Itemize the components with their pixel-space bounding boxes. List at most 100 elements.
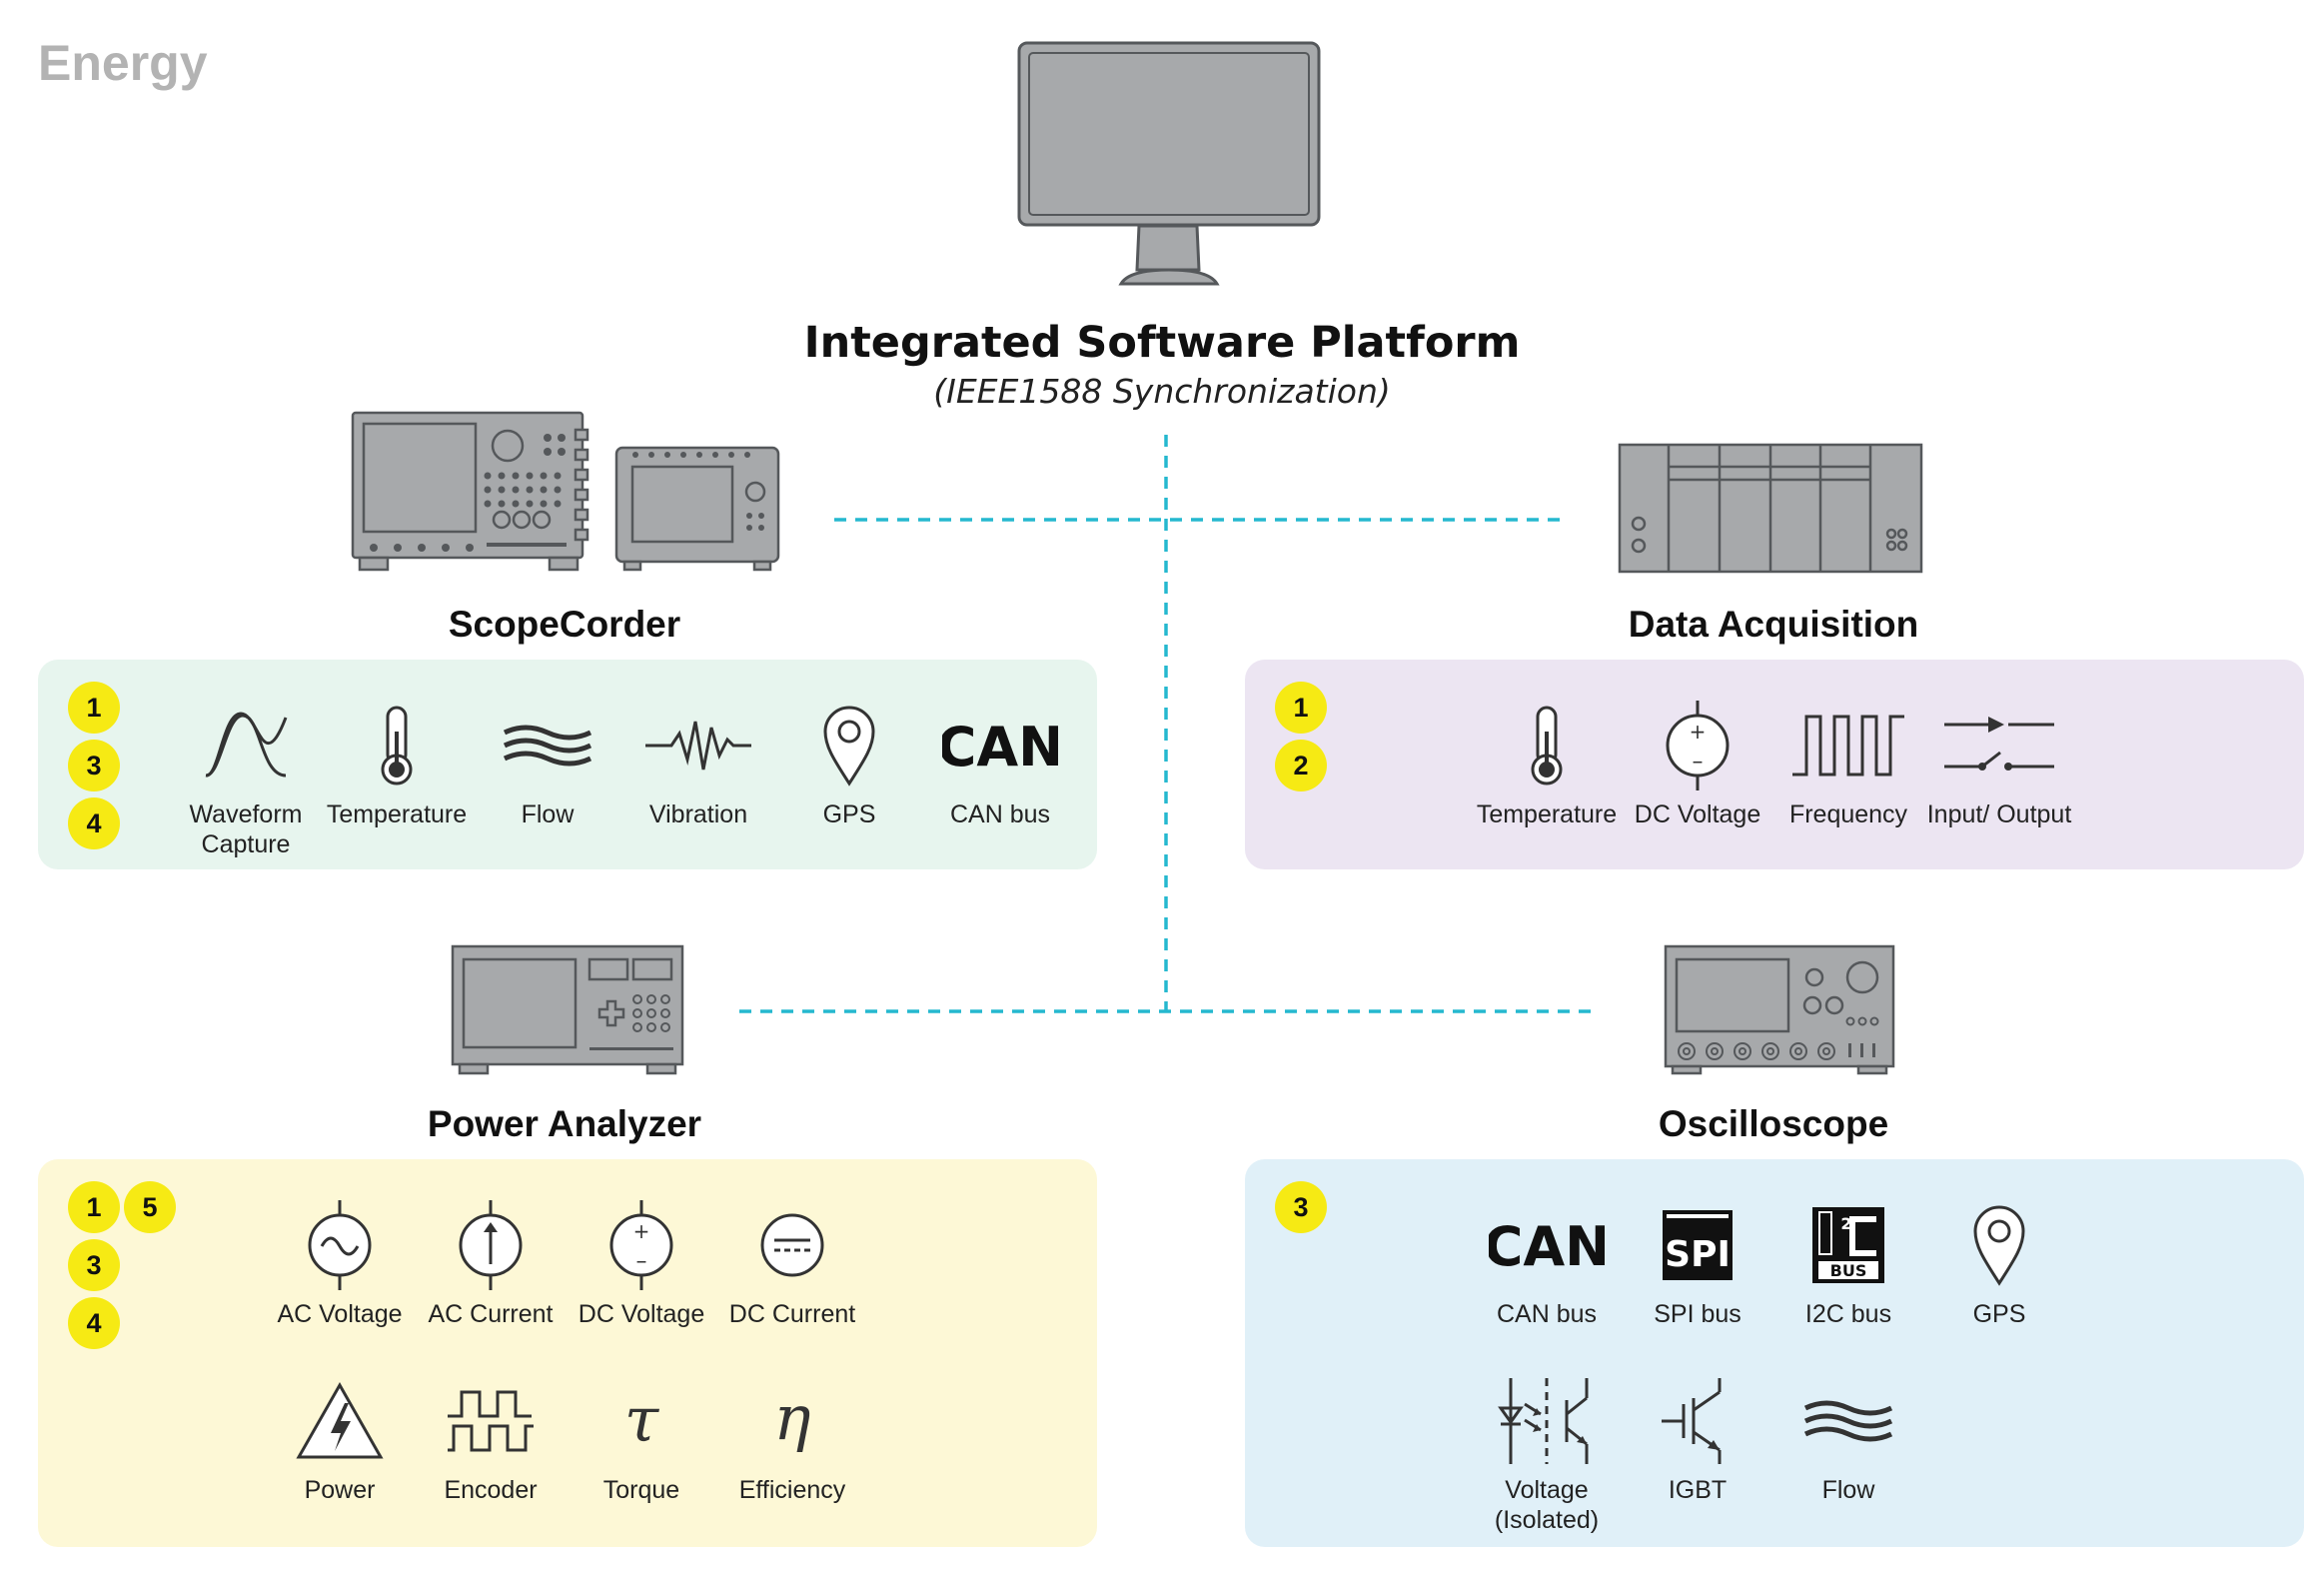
measurement-item: GPS	[1914, 1195, 2084, 1329]
switch-icon	[1944, 717, 2054, 771]
badge: 3	[68, 1239, 120, 1291]
power-warning-icon	[296, 1381, 384, 1459]
power-analyzer-title: Power Analyzer	[427, 1103, 702, 1144]
spi-logo-icon: SPI	[1663, 1210, 1733, 1280]
gps-pin-icon	[1973, 1205, 2025, 1286]
svg-text:SPI: SPI	[1665, 1234, 1731, 1275]
item-label: Torque	[602, 1476, 680, 1504]
power-analyzer-device-icon	[451, 944, 684, 1075]
thermometer-icon	[1531, 706, 1563, 786]
item-label: DC Current	[728, 1300, 856, 1328]
measurement-item: Flow	[1763, 1371, 1933, 1505]
svg-text:+: +	[633, 1219, 650, 1243]
power-analyzer-panel: 1 5 3 4 AC Voltage AC Current +– DC Volt…	[38, 1159, 1097, 1547]
measurement-item: Frequency	[1763, 696, 1933, 829]
scopecorder-devices-icon	[351, 411, 780, 572]
measurement-item: Temperature	[1462, 696, 1632, 829]
svg-text:2: 2	[1840, 1214, 1851, 1233]
badge: 1	[68, 1181, 120, 1233]
monitor-icon	[1017, 41, 1321, 286]
oscilloscope-device-icon	[1664, 944, 1895, 1075]
item-label: I2C bus	[1804, 1300, 1892, 1328]
scopecorder-panel: 1 3 4 Waveform Capture Temperature Flow …	[38, 660, 1097, 869]
item-label: Temperature	[326, 800, 468, 828]
badge: 3	[68, 740, 120, 791]
data-acquisition-device-icon	[1618, 443, 1923, 574]
flow-icon	[503, 725, 592, 767]
platform-subtitle: (IEEE1588 Synchronization)	[933, 372, 1391, 411]
svg-text:CAN: CAN	[1489, 1215, 1605, 1275]
measurement-item: Voltage (Isolated)	[1462, 1371, 1632, 1535]
igbt-icon	[1662, 1378, 1722, 1464]
data-acquisition-panel: 1 2 Temperature +– DC Voltage Frequency …	[1245, 660, 2304, 869]
svg-text:τ: τ	[624, 1383, 660, 1456]
measurement-item: AC Voltage	[255, 1195, 425, 1329]
item-label: Vibration	[648, 800, 748, 828]
can-logo-icon: CAN	[942, 716, 1058, 776]
item-label: AC Current	[428, 1300, 554, 1328]
item-label: CAN bus	[949, 800, 1051, 828]
item-label: Input/ Output	[1926, 800, 2072, 828]
oscilloscope-title: Oscilloscope	[1658, 1103, 1889, 1144]
badge: 1	[1275, 682, 1327, 734]
can-logo-icon: CAN	[1489, 1215, 1605, 1275]
item-label: Flow	[1821, 1476, 1875, 1504]
measurement-item: Waveform Capture	[161, 696, 331, 859]
thermometer-icon	[381, 706, 413, 786]
badge: 4	[68, 1297, 120, 1349]
badge: 2	[1275, 740, 1327, 791]
scopecorder-title: ScopeCorder	[448, 604, 681, 645]
svg-text:BUS: BUS	[1830, 1261, 1867, 1280]
measurement-item: DC Current	[707, 1195, 877, 1329]
badge: 1	[68, 682, 120, 734]
isolated-voltage-icon	[1498, 1378, 1589, 1464]
item-label: SPI bus	[1654, 1300, 1742, 1328]
measurement-item: CAN CAN bus	[915, 696, 1085, 829]
item-label: AC Voltage	[277, 1300, 403, 1328]
svg-text:–: –	[1693, 750, 1704, 775]
item-label: Voltage (Isolated)	[1494, 1476, 1600, 1534]
item-label: Frequency	[1788, 800, 1908, 828]
dc-voltage-icon: +–	[609, 1200, 673, 1290]
svg-text:CAN: CAN	[942, 716, 1058, 776]
measurement-item: +– DC Voltage	[1613, 696, 1782, 829]
ac-current-icon	[459, 1200, 523, 1290]
badge: 3	[1275, 1181, 1327, 1233]
measurement-item: Vibration	[613, 696, 783, 829]
sine-wave-icon	[205, 712, 288, 778]
measurement-item: Temperature	[312, 696, 482, 829]
measurement-item: Encoder	[406, 1371, 576, 1505]
item-label: Temperature	[1476, 800, 1618, 828]
torque-tau-icon: τ	[624, 1383, 660, 1456]
measurement-item: η Efficiency	[707, 1371, 877, 1505]
measurement-item: +– DC Voltage	[557, 1195, 726, 1329]
measurement-item: Power	[255, 1371, 425, 1505]
encoder-icon	[448, 1390, 534, 1452]
item-label: Encoder	[444, 1476, 538, 1504]
item-label: Waveform Capture	[189, 800, 303, 858]
measurement-item: IGBT	[1613, 1371, 1782, 1505]
measurement-item: CAN CAN bus	[1462, 1195, 1632, 1329]
svg-text:η: η	[773, 1381, 810, 1454]
measurement-item: τ Torque	[557, 1371, 726, 1505]
square-wave-icon	[1792, 715, 1904, 777]
measurement-item: Flow	[463, 696, 632, 829]
badge: 5	[124, 1181, 176, 1233]
item-label: IGBT	[1668, 1476, 1728, 1504]
data-acquisition-title: Data Acquisition	[1628, 604, 1919, 645]
platform-title: Integrated Software Platform	[803, 318, 1521, 368]
svg-text:–: –	[636, 1249, 647, 1274]
item-label: CAN bus	[1496, 1300, 1598, 1328]
item-label: DC Voltage	[578, 1300, 705, 1328]
item-label: GPS	[1972, 1300, 2026, 1328]
svg-text:+: +	[1690, 720, 1707, 744]
measurement-item: SPI SPI bus	[1613, 1195, 1782, 1329]
item-label: Power	[304, 1476, 376, 1504]
item-label: DC Voltage	[1634, 800, 1761, 828]
dc-voltage-icon: +–	[1666, 701, 1730, 790]
vibration-icon	[645, 721, 751, 771]
